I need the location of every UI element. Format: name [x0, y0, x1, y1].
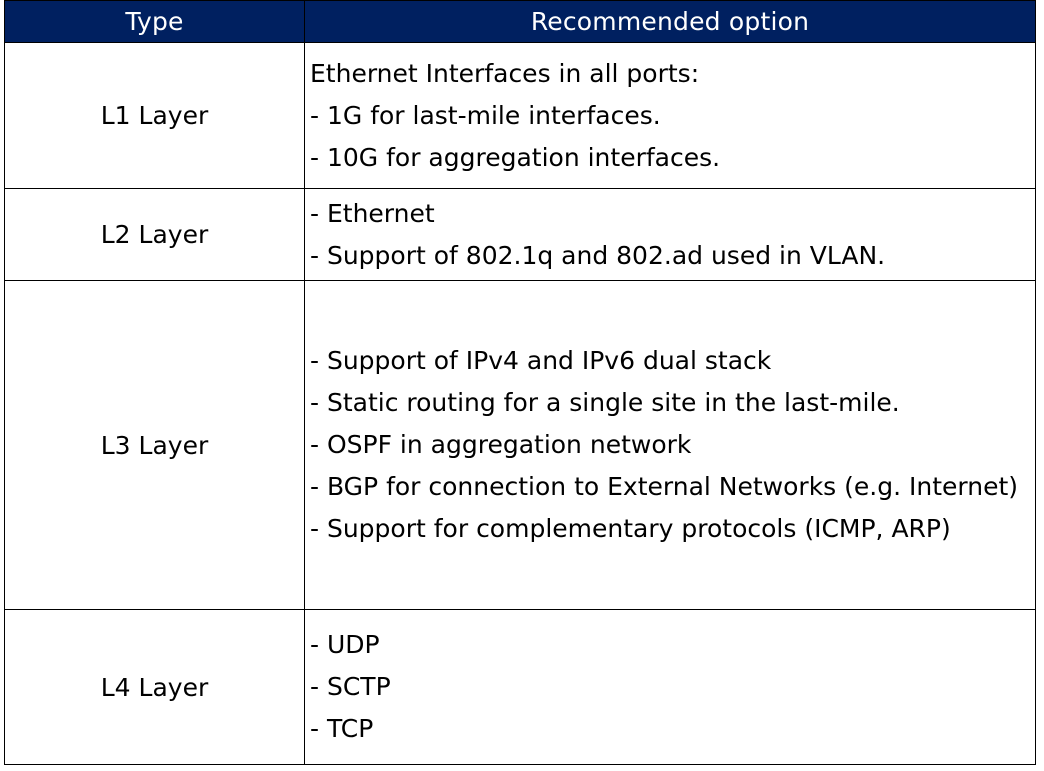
- option-line: - Ethernet: [310, 198, 435, 228]
- option-line: - OSPF in aggregation network: [310, 430, 692, 459]
- layer-type-cell: L3 Layer: [4, 280, 305, 610]
- table-row: L1 Layer Ethernet Interfaces in all port…: [4, 42, 1036, 189]
- option-line: - BGP for connection to External Network…: [310, 472, 1019, 501]
- option-line: - 10G for aggregation interfaces.: [310, 142, 721, 172]
- layer-type-cell: L4 Layer: [4, 609, 305, 765]
- option-cell: - Support of IPv4 and IPv6 dual stack - …: [304, 280, 1036, 610]
- table-row: L3 Layer - Support of IPv4 and IPv6 dual…: [4, 280, 1036, 610]
- table-row: L4 Layer - UDP - SCTP - TCP: [4, 609, 1036, 765]
- option-line: - Support for complementary protocols (I…: [310, 514, 951, 543]
- layer-type-cell: L1 Layer: [4, 42, 305, 189]
- option-line: - Static routing for a single site in th…: [310, 388, 900, 417]
- option-line: - UDP: [310, 630, 380, 659]
- table-body: L1 Layer Ethernet Interfaces in all port…: [4, 42, 1036, 765]
- header-recommended-option: Recommended option: [304, 0, 1036, 43]
- option-line: - SCTP: [310, 672, 391, 701]
- table-row: L2 Layer - Ethernet - Support of 802.1q …: [4, 188, 1036, 281]
- option-cell: - UDP - SCTP - TCP: [304, 609, 1036, 765]
- header-type: Type: [4, 0, 305, 43]
- option-line: - 1G for last-mile interfaces.: [310, 100, 661, 130]
- option-cell: - Ethernet - Support of 802.1q and 802.a…: [304, 188, 1036, 281]
- option-line: - Support of 802.1q and 802.ad used in V…: [310, 240, 886, 270]
- layer-type-cell: L2 Layer: [4, 188, 305, 281]
- option-line: Ethernet Interfaces in all ports:: [310, 58, 700, 88]
- option-line: - Support of IPv4 and IPv6 dual stack: [310, 346, 772, 375]
- option-line: - TCP: [310, 714, 374, 743]
- option-cell: Ethernet Interfaces in all ports: - 1G f…: [304, 42, 1036, 189]
- header-row: Type Recommended option: [4, 0, 1036, 43]
- table-header: Type Recommended option: [4, 0, 1036, 43]
- recommendations-table: Type Recommended option L1 Layer Etherne…: [4, 0, 1036, 765]
